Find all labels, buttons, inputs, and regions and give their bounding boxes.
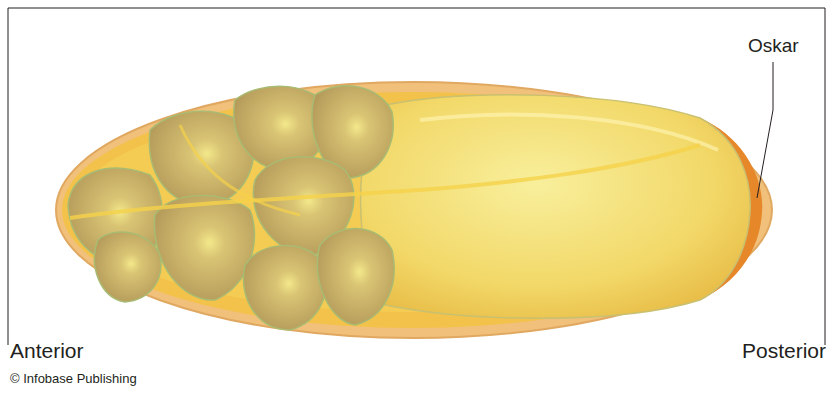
nurse-cell [94, 232, 160, 302]
follicle-layer [62, 92, 762, 328]
oocyte [361, 95, 751, 319]
part-label: Posterior [742, 339, 826, 362]
frame-line [8, 8, 825, 345]
egg-shell [56, 82, 772, 338]
cytoplasm-streak [180, 125, 300, 215]
copyright-note: © Infobase Publishing [10, 372, 137, 386]
nurse-cells [68, 86, 394, 330]
leader-line [757, 62, 773, 198]
oocyte-highlight [420, 115, 718, 150]
nurse-cell [243, 246, 325, 330]
nurse-cell [154, 196, 254, 300]
part-label: Oskar [748, 36, 799, 57]
cytoplasm-streak [70, 145, 700, 218]
nurse-cell [317, 229, 394, 325]
part-label: Anterior [10, 339, 84, 362]
